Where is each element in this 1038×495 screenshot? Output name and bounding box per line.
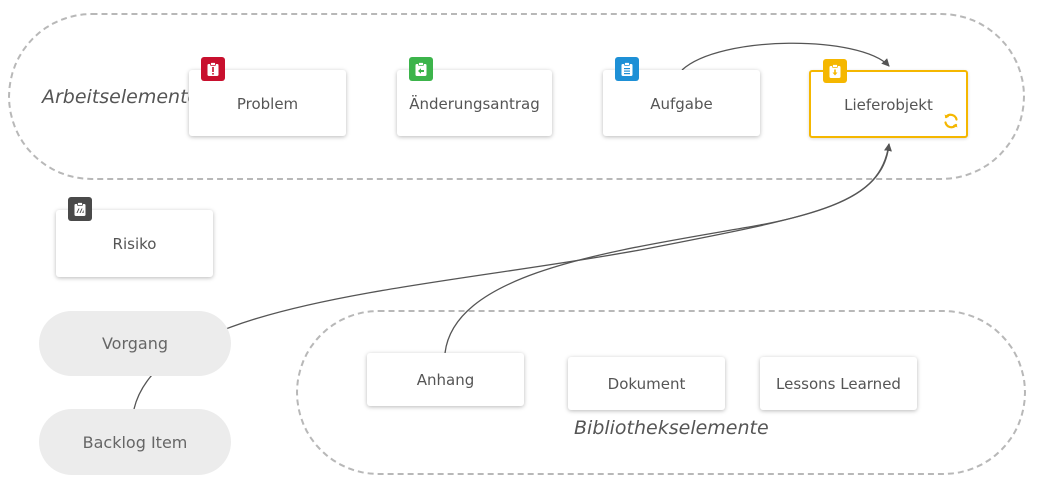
card-lessons-learned[interactable]: Lessons Learned — [760, 357, 917, 410]
card-task[interactable]: Aufgabe — [603, 57, 760, 136]
deliverable-badge — [823, 59, 847, 83]
card-attachment[interactable]: Anhang — [367, 353, 524, 406]
card-document[interactable]: Dokument — [568, 357, 725, 410]
risk-badge — [68, 197, 92, 221]
card-lessons-learned-label: Lessons Learned — [776, 374, 901, 393]
card-risk-label: Risiko — [112, 235, 157, 253]
clipboard-download-icon — [829, 63, 841, 78]
card-change-request-label: Änderungsantrag — [409, 94, 540, 113]
card-deliverable-label: Lieferobjekt — [844, 95, 933, 114]
task-badge — [615, 57, 639, 81]
card-change-request[interactable]: Änderungsantrag — [397, 57, 552, 136]
card-risk[interactable]: Risiko — [56, 197, 213, 277]
card-problem-label: Problem — [236, 94, 299, 113]
change-request-badge — [409, 57, 433, 81]
clipboard-plus-icon — [415, 61, 427, 76]
pill-backlog-item-label: Backlog Item — [82, 432, 188, 452]
problem-badge — [201, 57, 225, 81]
pill-vorgang[interactable]: Vorgang — [39, 311, 231, 376]
card-task-label: Aufgabe — [650, 94, 713, 113]
library-elements-label: Bibliothekselemente — [574, 417, 769, 439]
clipboard-alert-icon — [207, 61, 219, 76]
pill-vorgang-label: Vorgang — [101, 334, 169, 353]
card-document-label: Dokument — [607, 374, 686, 393]
refresh-icon[interactable] — [942, 112, 960, 130]
clipboard-list-icon — [621, 61, 633, 76]
work-elements-label: Arbeitselemente — [42, 86, 200, 108]
card-problem[interactable]: Problem — [189, 57, 346, 136]
pill-backlog-item[interactable]: Backlog Item — [39, 409, 231, 475]
card-deliverable[interactable]: Lieferobjekt — [809, 59, 968, 138]
card-attachment-label: Anhang — [416, 370, 475, 389]
clipboard-risk-icon — [74, 201, 86, 216]
